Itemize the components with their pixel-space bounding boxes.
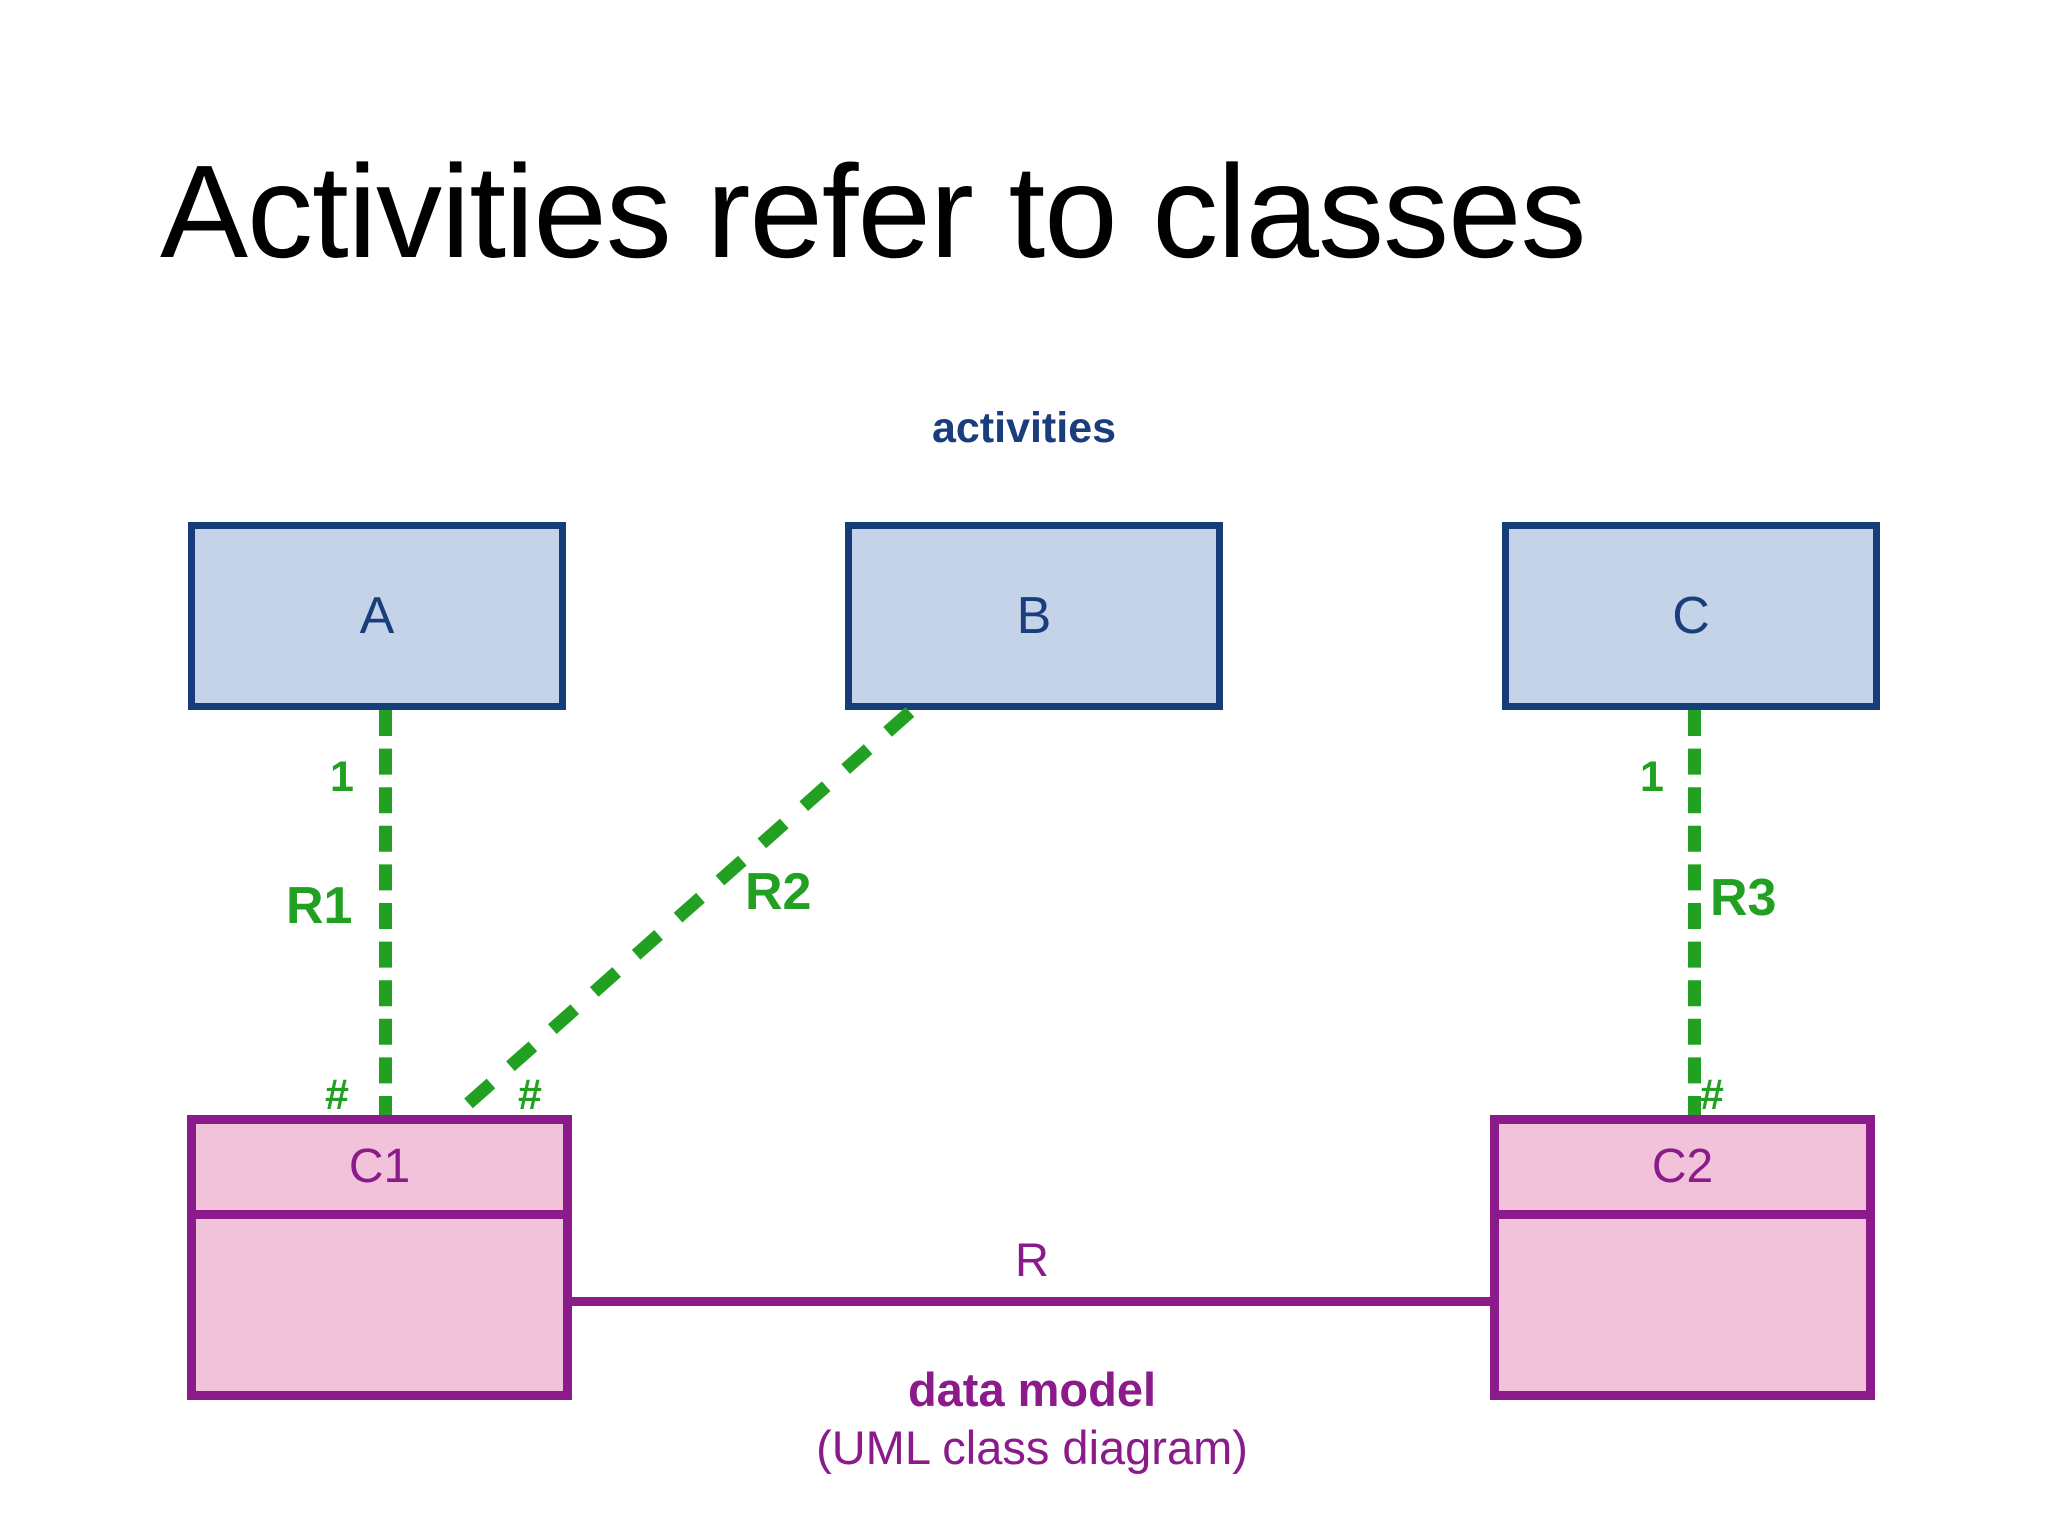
activity-box-b[interactable]: B: [845, 522, 1223, 710]
reference-line-r3: [1688, 710, 1701, 1122]
data-model-caption: data model (UML class diagram): [532, 1362, 1532, 1478]
activity-box-b-label: B: [1016, 587, 1052, 645]
reference-line-r1: [379, 710, 392, 1122]
reference-r3-target-multiplicity: #: [1700, 1071, 1724, 1119]
data-model-caption-line2: (UML class diagram): [816, 1421, 1248, 1474]
reference-r3-label: R3: [1710, 869, 1777, 927]
class-box-c2-divider: [1499, 1210, 1866, 1219]
class-box-c1-name: C1: [348, 1140, 411, 1193]
class-box-c2-name: C2: [1651, 1140, 1714, 1193]
class-box-c1[interactable]: C1: [187, 1115, 572, 1400]
reference-r2-target-multiplicity: #: [518, 1071, 542, 1119]
reference-r3-source-multiplicity: 1: [1640, 753, 1664, 801]
class-box-c2[interactable]: C2: [1490, 1115, 1875, 1400]
class-box-c1-divider: [196, 1210, 563, 1219]
reference-r2-label: R2: [745, 863, 812, 921]
activities-layer-caption: activities: [931, 404, 1117, 452]
reference-r1-target-multiplicity: #: [325, 1071, 349, 1119]
association-line-r: [572, 1297, 1492, 1306]
reference-r1-source-multiplicity: 1: [330, 753, 354, 801]
activity-box-a[interactable]: A: [188, 522, 566, 710]
activity-box-c-label: C: [1672, 587, 1710, 645]
association-label-r: R: [1015, 1233, 1049, 1286]
page-title: Activities refer to classes: [160, 138, 1586, 285]
activity-box-a-label: A: [359, 587, 395, 645]
reference-r1-label: R1: [286, 877, 353, 935]
data-model-caption-line1: data model: [907, 1363, 1157, 1416]
activity-box-c[interactable]: C: [1502, 522, 1880, 710]
reference-line-r2: [447, 707, 915, 1123]
